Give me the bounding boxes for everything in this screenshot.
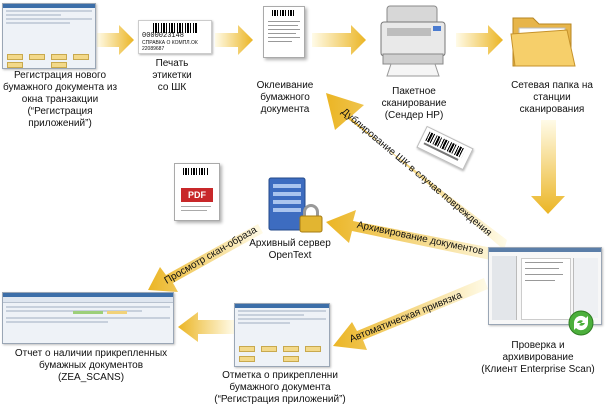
enterprise-scan-screenshot	[488, 247, 602, 325]
arrow-print-to-paste	[215, 25, 253, 55]
arrow-registration-to-print	[97, 25, 134, 55]
registration-screenshot	[2, 3, 96, 69]
label-line1: СПРАВКА О КОМПЛ.ОК	[142, 40, 198, 46]
pdf-badge: PDF	[181, 188, 213, 202]
arrow-paste-to-scan	[312, 25, 366, 55]
arrow-folder-to-verify	[531, 120, 565, 214]
print-label-caption: Печать этикетки со ШК	[152, 58, 192, 93]
pdf-document-icon: PDF	[174, 163, 220, 221]
folder-icon	[510, 17, 576, 67]
arrow-archiving	[326, 210, 508, 263]
report-caption: Отчет о наличии прикрепленных бумажных д…	[14, 348, 168, 383]
barcode-label: 0000023148 СПРАВКА О КОМПЛ.ОК 22089687	[138, 20, 212, 54]
verify-caption: Проверка и архивирование (Клиент Enterpr…	[481, 340, 595, 375]
label-line2: 22089687	[142, 46, 165, 52]
arrow-duplicate-barcode	[326, 93, 507, 250]
batch-scan-caption: Пакетное сканирование (Сендер HP)	[381, 86, 447, 121]
refresh-icon	[568, 310, 594, 336]
paste-caption: Оклеивание бумажного документа	[256, 80, 314, 115]
network-folder-caption: Сетевая папка на станции сканирования	[511, 80, 593, 115]
arrow-auto-link	[333, 278, 488, 350]
arrow-attach-to-report	[178, 312, 234, 342]
document-icon	[263, 6, 305, 58]
report-screenshot	[2, 292, 174, 344]
arrow-scan-to-folder	[456, 25, 503, 55]
server-icon	[268, 177, 323, 233]
scanner-icon	[380, 5, 446, 77]
archive-server-caption: Архивный сервер OpenText	[249, 238, 331, 261]
barcode-icon	[153, 23, 197, 33]
attach-mark-screenshot	[234, 303, 330, 367]
label-number: 0000023148	[142, 32, 185, 40]
registration-caption: Регистрация нового бумажного документа и…	[2, 70, 118, 129]
arrow-preview	[148, 224, 263, 292]
attach-mark-caption: Отметка о прикрепленни бумажного докумен…	[214, 370, 346, 405]
